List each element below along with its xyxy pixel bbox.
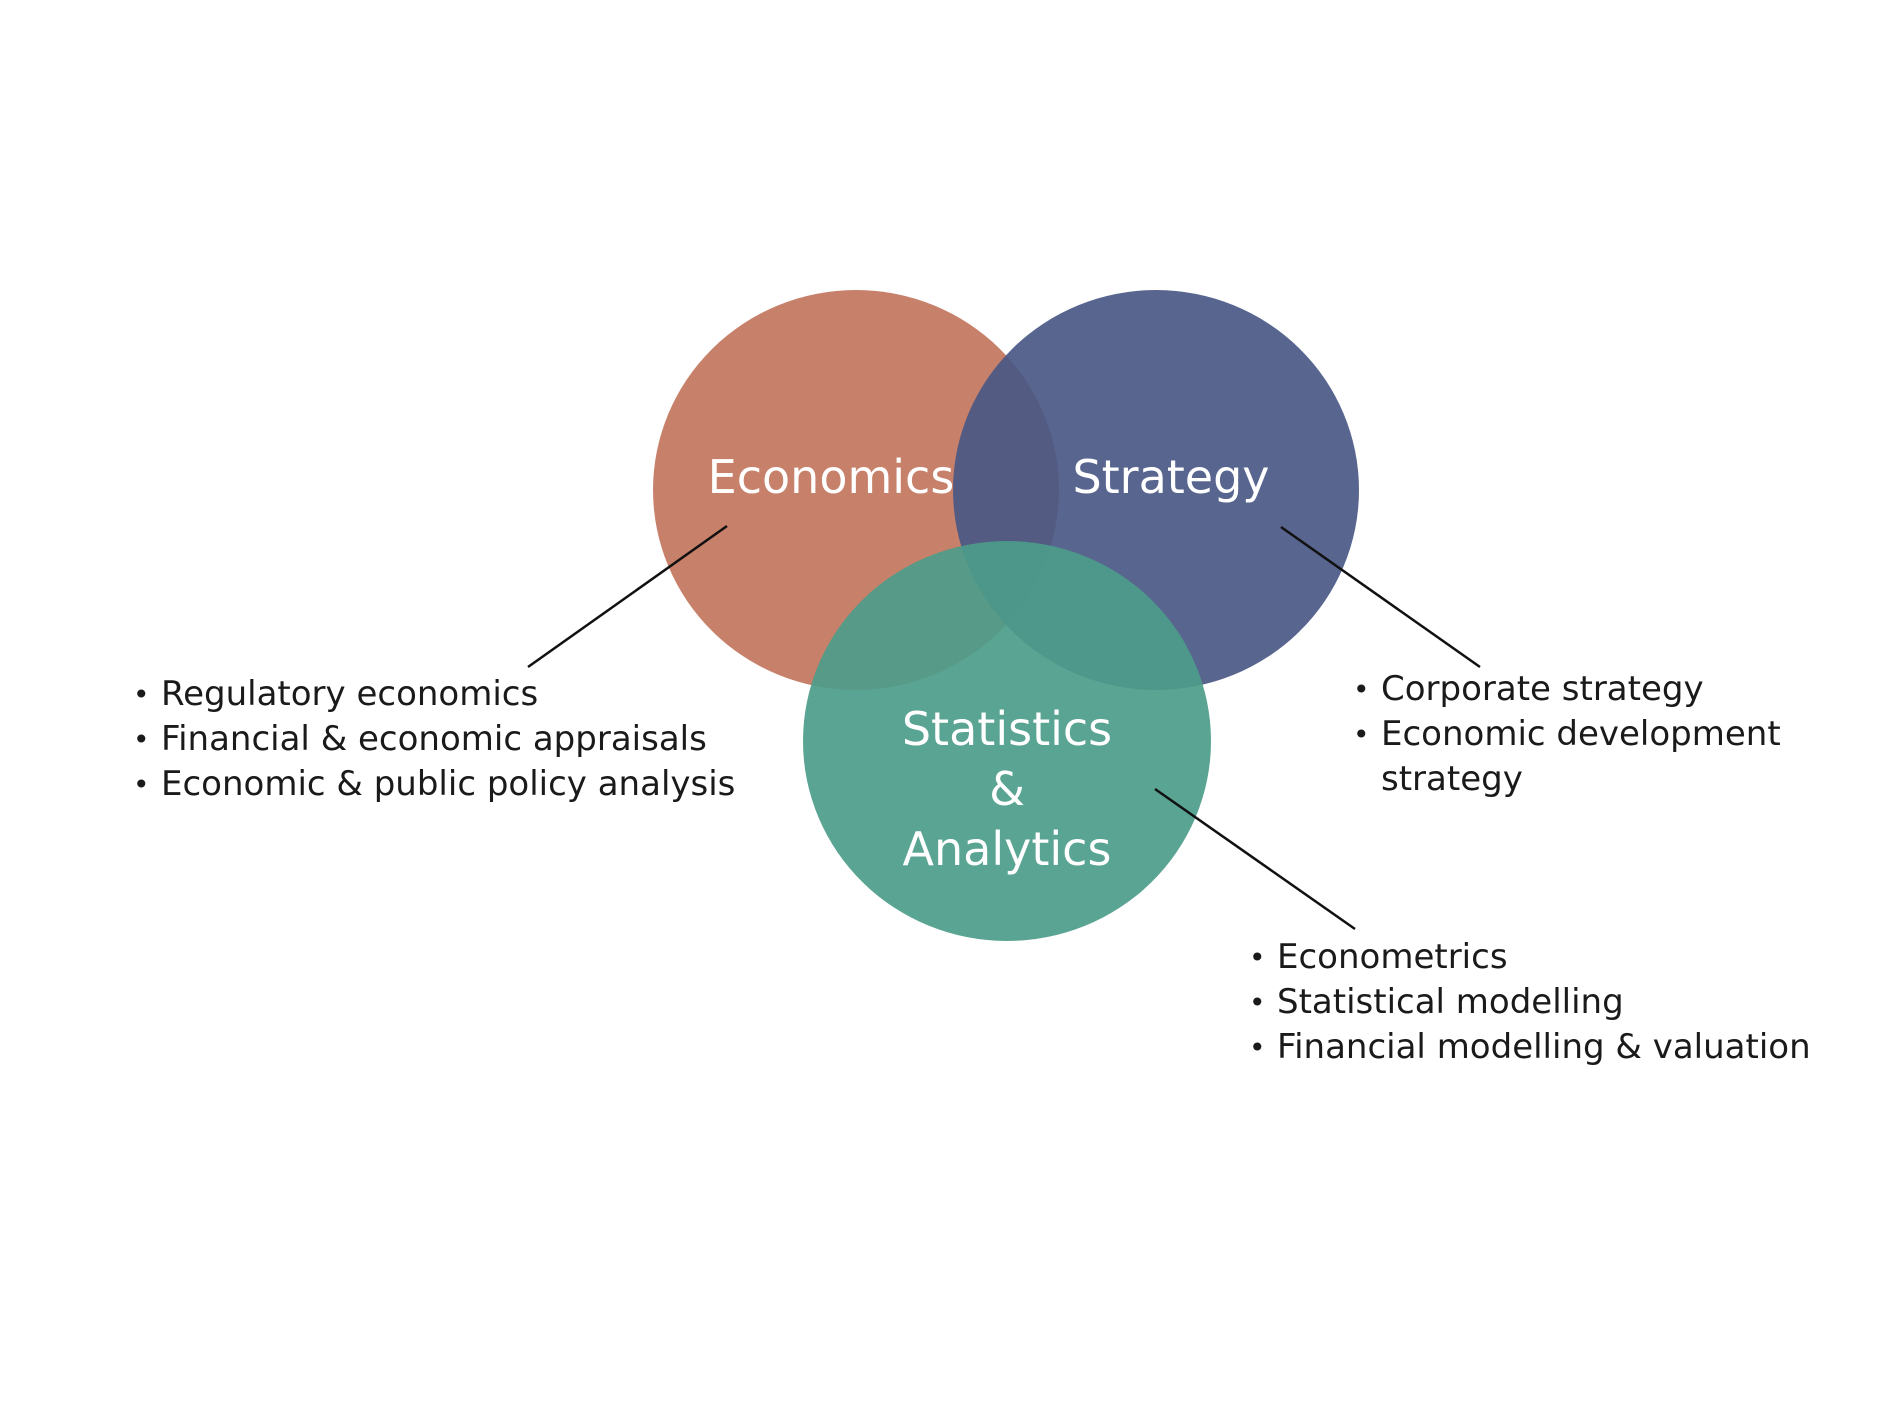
list-item: Economic development strategy <box>1353 712 1793 802</box>
statistics-services-list: Econometrics Statistical modelling Finan… <box>1249 935 1811 1070</box>
list-item: Financial & economic appraisals <box>133 717 735 762</box>
economics-services-list: Regulatory economics Financial & economi… <box>133 672 735 807</box>
strategy-connector-line <box>1280 525 1481 669</box>
strategy-services-list: Corporate strategy Economic development … <box>1353 667 1793 802</box>
list-item: Corporate strategy <box>1353 667 1793 712</box>
list-item: Econometrics <box>1249 935 1811 980</box>
list-item: Regulatory economics <box>133 672 735 717</box>
statistics-label-line-3: Analytics <box>903 822 1112 876</box>
statistics-connector-line <box>1154 787 1356 931</box>
list-item: Financial modelling & valuation <box>1249 1025 1811 1070</box>
economics-connector-line <box>527 524 728 669</box>
circle-labels: Economics Strategy Statistics & Analytic… <box>708 450 1270 876</box>
statistics-circle <box>803 541 1211 941</box>
economics-label: Economics <box>708 450 955 504</box>
list-item: Economic & public policy analysis <box>133 762 735 807</box>
venn-circles <box>653 290 1359 941</box>
statistics-label-line-2: & <box>989 762 1025 816</box>
strategy-label: Strategy <box>1072 450 1269 504</box>
statistics-label-line-1: Statistics <box>902 702 1112 756</box>
list-item: Statistical modelling <box>1249 980 1811 1025</box>
connector-lines <box>527 524 1481 931</box>
